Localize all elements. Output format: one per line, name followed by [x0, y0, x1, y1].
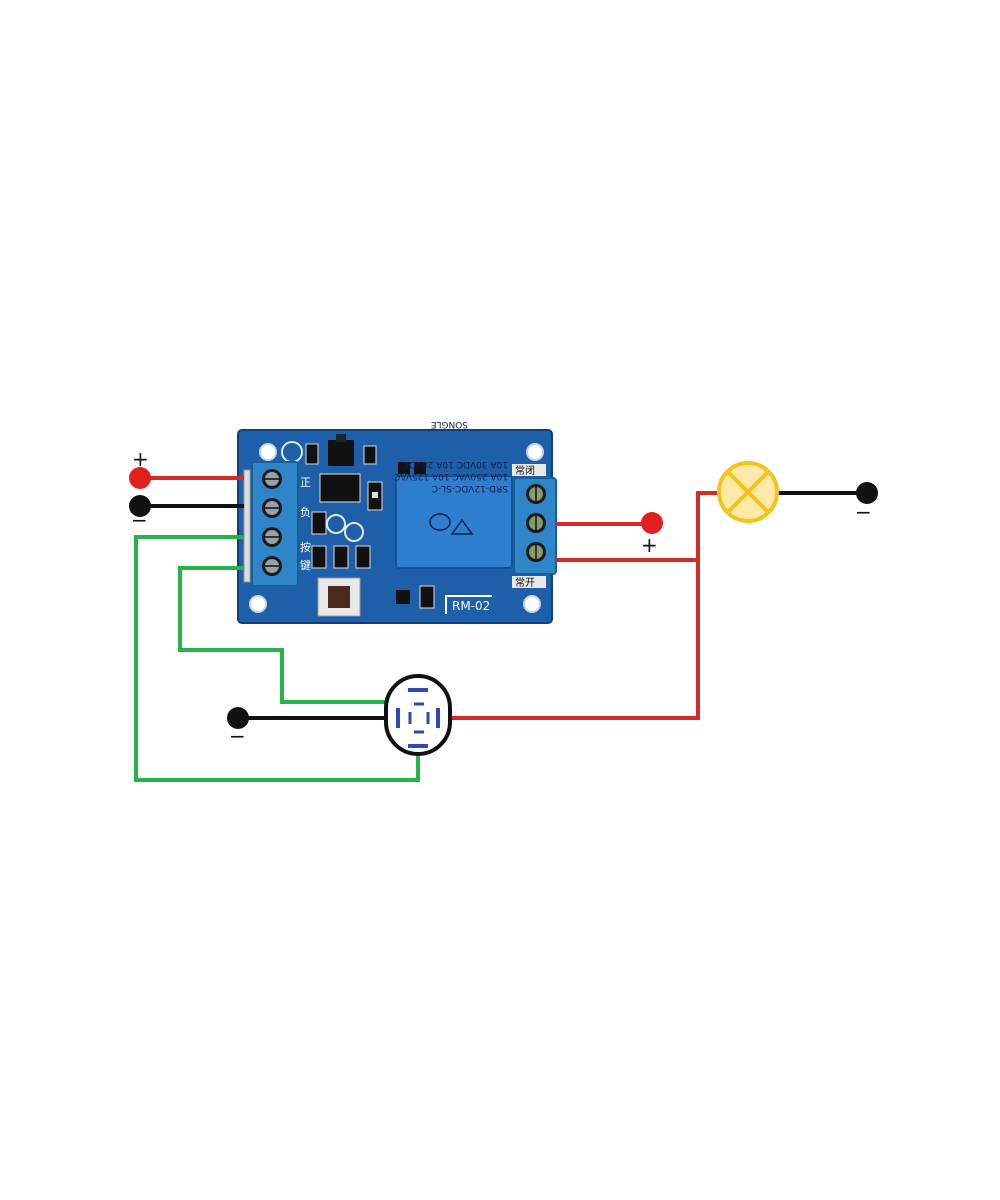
terminal-screw	[262, 556, 282, 576]
supply-minus-sign: −	[131, 508, 148, 532]
right-terminal-block: 常闭 常开	[512, 464, 557, 589]
terminal-screw	[526, 513, 546, 533]
relay-rating-text-2: 10A 30VDC 10A 28VDC	[403, 459, 508, 469]
left-terminal-block: 正 负 按 键	[243, 461, 311, 587]
switch-indicator-wire	[446, 560, 700, 720]
relay-brand-text: SONGLE	[430, 419, 468, 429]
terminal-screw	[526, 542, 546, 562]
terminal-screw	[262, 527, 282, 547]
terminal-screw	[262, 498, 282, 518]
relay-rating-text-1: 10A 250VAC 10A 125VAC	[394, 471, 508, 481]
terminal-label-positive: 正	[300, 476, 311, 489]
supply-positive-terminal	[129, 467, 151, 489]
no-to-lamp-wire	[556, 491, 718, 562]
switch-negative-terminal	[227, 707, 249, 729]
lamp-negative-terminal	[856, 482, 878, 504]
nc-label: 常闭	[515, 464, 535, 477]
switch-signal-wire-outer	[134, 535, 420, 782]
push-switch-icon	[384, 674, 452, 756]
terminal-screw	[262, 469, 282, 489]
lamp-cross-icon	[717, 461, 779, 523]
supply-negative-terminal	[129, 495, 151, 517]
terminal-label-button-1: 按	[300, 540, 311, 554]
switch-minus-sign: −	[229, 724, 246, 748]
terminal-label-button-2: 键	[300, 558, 311, 572]
relay: SRD-12VDC-SL-C 10A 250VAC 10A 125VAC 10A…	[394, 419, 513, 569]
cqc-mark-icon	[429, 513, 451, 531]
load-plus-sign: +	[641, 533, 658, 557]
relay-model-text: SRD-12VDC-SL-C	[432, 483, 508, 493]
no-label: 常开	[515, 576, 535, 589]
warning-triangle-icon	[450, 518, 474, 535]
terminal-screw	[526, 484, 546, 504]
model-label: RM-02	[452, 599, 490, 613]
terminal-label-negative: 负	[300, 505, 311, 519]
lamp-minus-sign: −	[855, 500, 872, 524]
load-positive-terminal	[641, 512, 663, 534]
supply-plus-sign: +	[132, 447, 149, 471]
switch-signal-wire-inner	[178, 566, 400, 704]
